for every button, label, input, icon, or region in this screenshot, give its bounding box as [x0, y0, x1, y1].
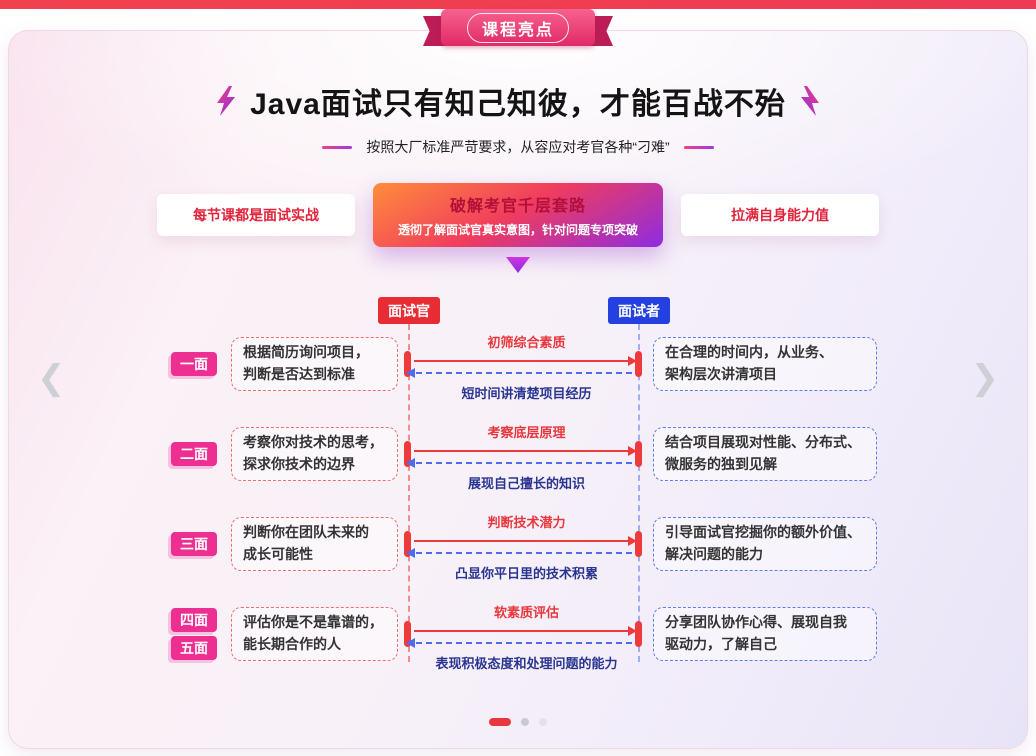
interviewee-timeline: [638, 324, 640, 662]
subtitle-decoration-left: [322, 145, 353, 149]
active-tab-pointer-icon: [506, 257, 530, 273]
forward-arrow-label: 初筛综合素质: [487, 335, 566, 350]
course-highlights-panel: Java面试只有知己知彼，才能百战不殆 按照大厂标准严苛要求，从容应对考官各种“…: [8, 30, 1028, 749]
backward-arrow-icon: [406, 548, 632, 558]
interview-row-2: 二面 考察你对技术的思考， 探求你技术的边界 考察底层原理 展现自己擅长的知识 …: [163, 425, 877, 491]
forward-arrow-label: 判断技术潜力: [487, 515, 566, 530]
forward-arrow-icon: [414, 536, 637, 546]
interviewer-header-badge: 面试官: [378, 297, 440, 324]
stage-badge: 三面: [171, 532, 217, 556]
interviewer-question-box: 根据简历询问项目， 判断是否达到标准: [231, 337, 398, 391]
interviewee-answer-box: 在合理的时间内，从业务、 架构层次讲清项目: [653, 337, 877, 391]
stage-column: 四面 五面: [167, 607, 221, 661]
stage-badge: 四面: [171, 608, 217, 632]
interview-row-4: 四面 五面 评估你是不是靠谱的， 能长期合作的人 软素质评估 表现积极态度和处理…: [163, 605, 877, 671]
forward-arrow-icon: [414, 446, 637, 456]
section-ribbon: 课程亮点: [0, 9, 1036, 51]
node-pill-left-icon: [404, 351, 411, 377]
carousel-prev-button[interactable]: ❮: [37, 359, 66, 397]
backward-arrow-label: 表现积极态度和处理问题的能力: [435, 656, 618, 671]
interviewee-answer-box: 结合项目展现对性能、分布式、 微服务的独到见解: [653, 427, 877, 481]
pagination-dots: [489, 718, 547, 726]
interview-row-3: 三面 判断你在团队未来的 成长可能性 判断技术潜力 凸显你平日里的技术积累 引导…: [163, 515, 877, 581]
node-pill-right-icon: [635, 441, 642, 467]
backward-arrow-icon: [406, 638, 632, 648]
arrows-area: 判断技术潜力 凸显你平日里的技术积累: [398, 515, 655, 581]
forward-arrow-label: 考察底层原理: [487, 425, 566, 440]
backward-arrow-icon: [406, 458, 632, 468]
node-pill-right-icon: [635, 351, 642, 377]
tab-practice-label: 每节课都是面试实战: [193, 207, 319, 223]
interviewee-answer-box: 引导面试官挖掘你的额外价值、 解决问题的能力: [653, 517, 877, 571]
interview-rows: 一面 根据简历询问项目， 判断是否达到标准 初筛综合素质 短时间讲清楚项目经历 …: [163, 335, 877, 671]
tab-routine-subtitle: 透彻了解面试官真实意图，针对问题专项突破: [397, 223, 638, 237]
pagination-dot[interactable]: [539, 718, 547, 726]
page-subtitle-row: 按照大厂标准严苛要求，从容应对考官各种“刁难”: [9, 137, 1027, 157]
tab-practice[interactable]: 每节课都是面试实战: [157, 194, 355, 236]
ribbon-body: 课程亮点: [441, 9, 595, 46]
tab-ability-label: 拉满自身能力值: [731, 207, 829, 223]
stage-column: 一面: [167, 337, 221, 391]
interviewer-timeline: [408, 324, 410, 662]
title-row: Java面试只有知己知彼，才能百战不殆: [9, 31, 1027, 123]
stage-badge: 一面: [171, 352, 217, 376]
interview-row-1: 一面 根据简历询问项目， 判断是否达到标准 初筛综合素质 短时间讲清楚项目经历 …: [163, 335, 877, 401]
tab-routine-title: 破解考官千层套路: [449, 198, 586, 215]
ribbon-label: 课程亮点: [466, 12, 569, 43]
node-pill-right-icon: [635, 621, 642, 647]
pagination-dot-active[interactable]: [489, 718, 511, 726]
interviewee-answer-box: 分享团队协作心得、展现自我 驱动力，了解自己: [653, 607, 877, 661]
interview-flow-diagram: 面试官 面试者 一面 根据简历询问项目， 判断是否达到标准 初筛综合素质: [163, 297, 877, 679]
stage-column: 二面: [167, 427, 221, 481]
tab-ability[interactable]: 拉满自身能力值: [681, 194, 879, 236]
top-banner-strip: [0, 0, 1036, 9]
page-title: Java面试只有知己知彼，才能百战不殆: [250, 88, 786, 121]
arrows-area: 软素质评估 表现积极态度和处理问题的能力: [398, 605, 655, 671]
backward-arrow-label: 凸显你平日里的技术积累: [454, 566, 598, 581]
interviewer-question-box: 考察你对技术的思考， 探求你技术的边界: [231, 427, 398, 481]
tab-routine-active[interactable]: 破解考官千层套路 透彻了解面试官真实意图，针对问题专项突破: [373, 183, 663, 247]
forward-arrow-icon: [414, 356, 637, 366]
forward-arrow-label: 软素质评估: [493, 605, 559, 620]
page-subtitle: 按照大厂标准严苛要求，从容应对考官各种“刁难”: [366, 139, 670, 155]
node-pill-right-icon: [635, 531, 642, 557]
backward-arrow-label: 展现自己擅长的知识: [467, 476, 585, 491]
stage-badge: 五面: [171, 636, 217, 660]
stage-column: 三面: [167, 517, 221, 571]
backward-arrow-label: 短时间讲清楚项目经历: [461, 386, 592, 401]
interviewee-header-badge: 面试者: [608, 297, 670, 324]
subtitle-decoration-right: [683, 145, 714, 149]
feature-tabs: 每节课都是面试实战 破解考官千层套路 透彻了解面试官真实意图，针对问题专项突破 …: [9, 183, 1027, 247]
lightning-icon-right: [800, 86, 819, 116]
backward-arrow-icon: [406, 368, 632, 378]
arrows-area: 初筛综合素质 短时间讲清楚项目经历: [398, 335, 655, 401]
carousel-next-button[interactable]: ❯: [970, 359, 1000, 397]
node-pill-left-icon: [404, 621, 411, 647]
node-pill-left-icon: [404, 441, 411, 467]
forward-arrow-icon: [414, 626, 637, 636]
stage-badge: 二面: [171, 442, 217, 466]
interviewer-question-box: 判断你在团队未来的 成长可能性: [231, 517, 398, 571]
arrows-area: 考察底层原理 展现自己擅长的知识: [398, 425, 655, 491]
pagination-dot[interactable]: [521, 718, 529, 726]
lightning-icon-left: [217, 86, 236, 116]
interviewer-question-box: 评估你是不是靠谱的， 能长期合作的人: [231, 607, 398, 661]
node-pill-left-icon: [404, 531, 411, 557]
